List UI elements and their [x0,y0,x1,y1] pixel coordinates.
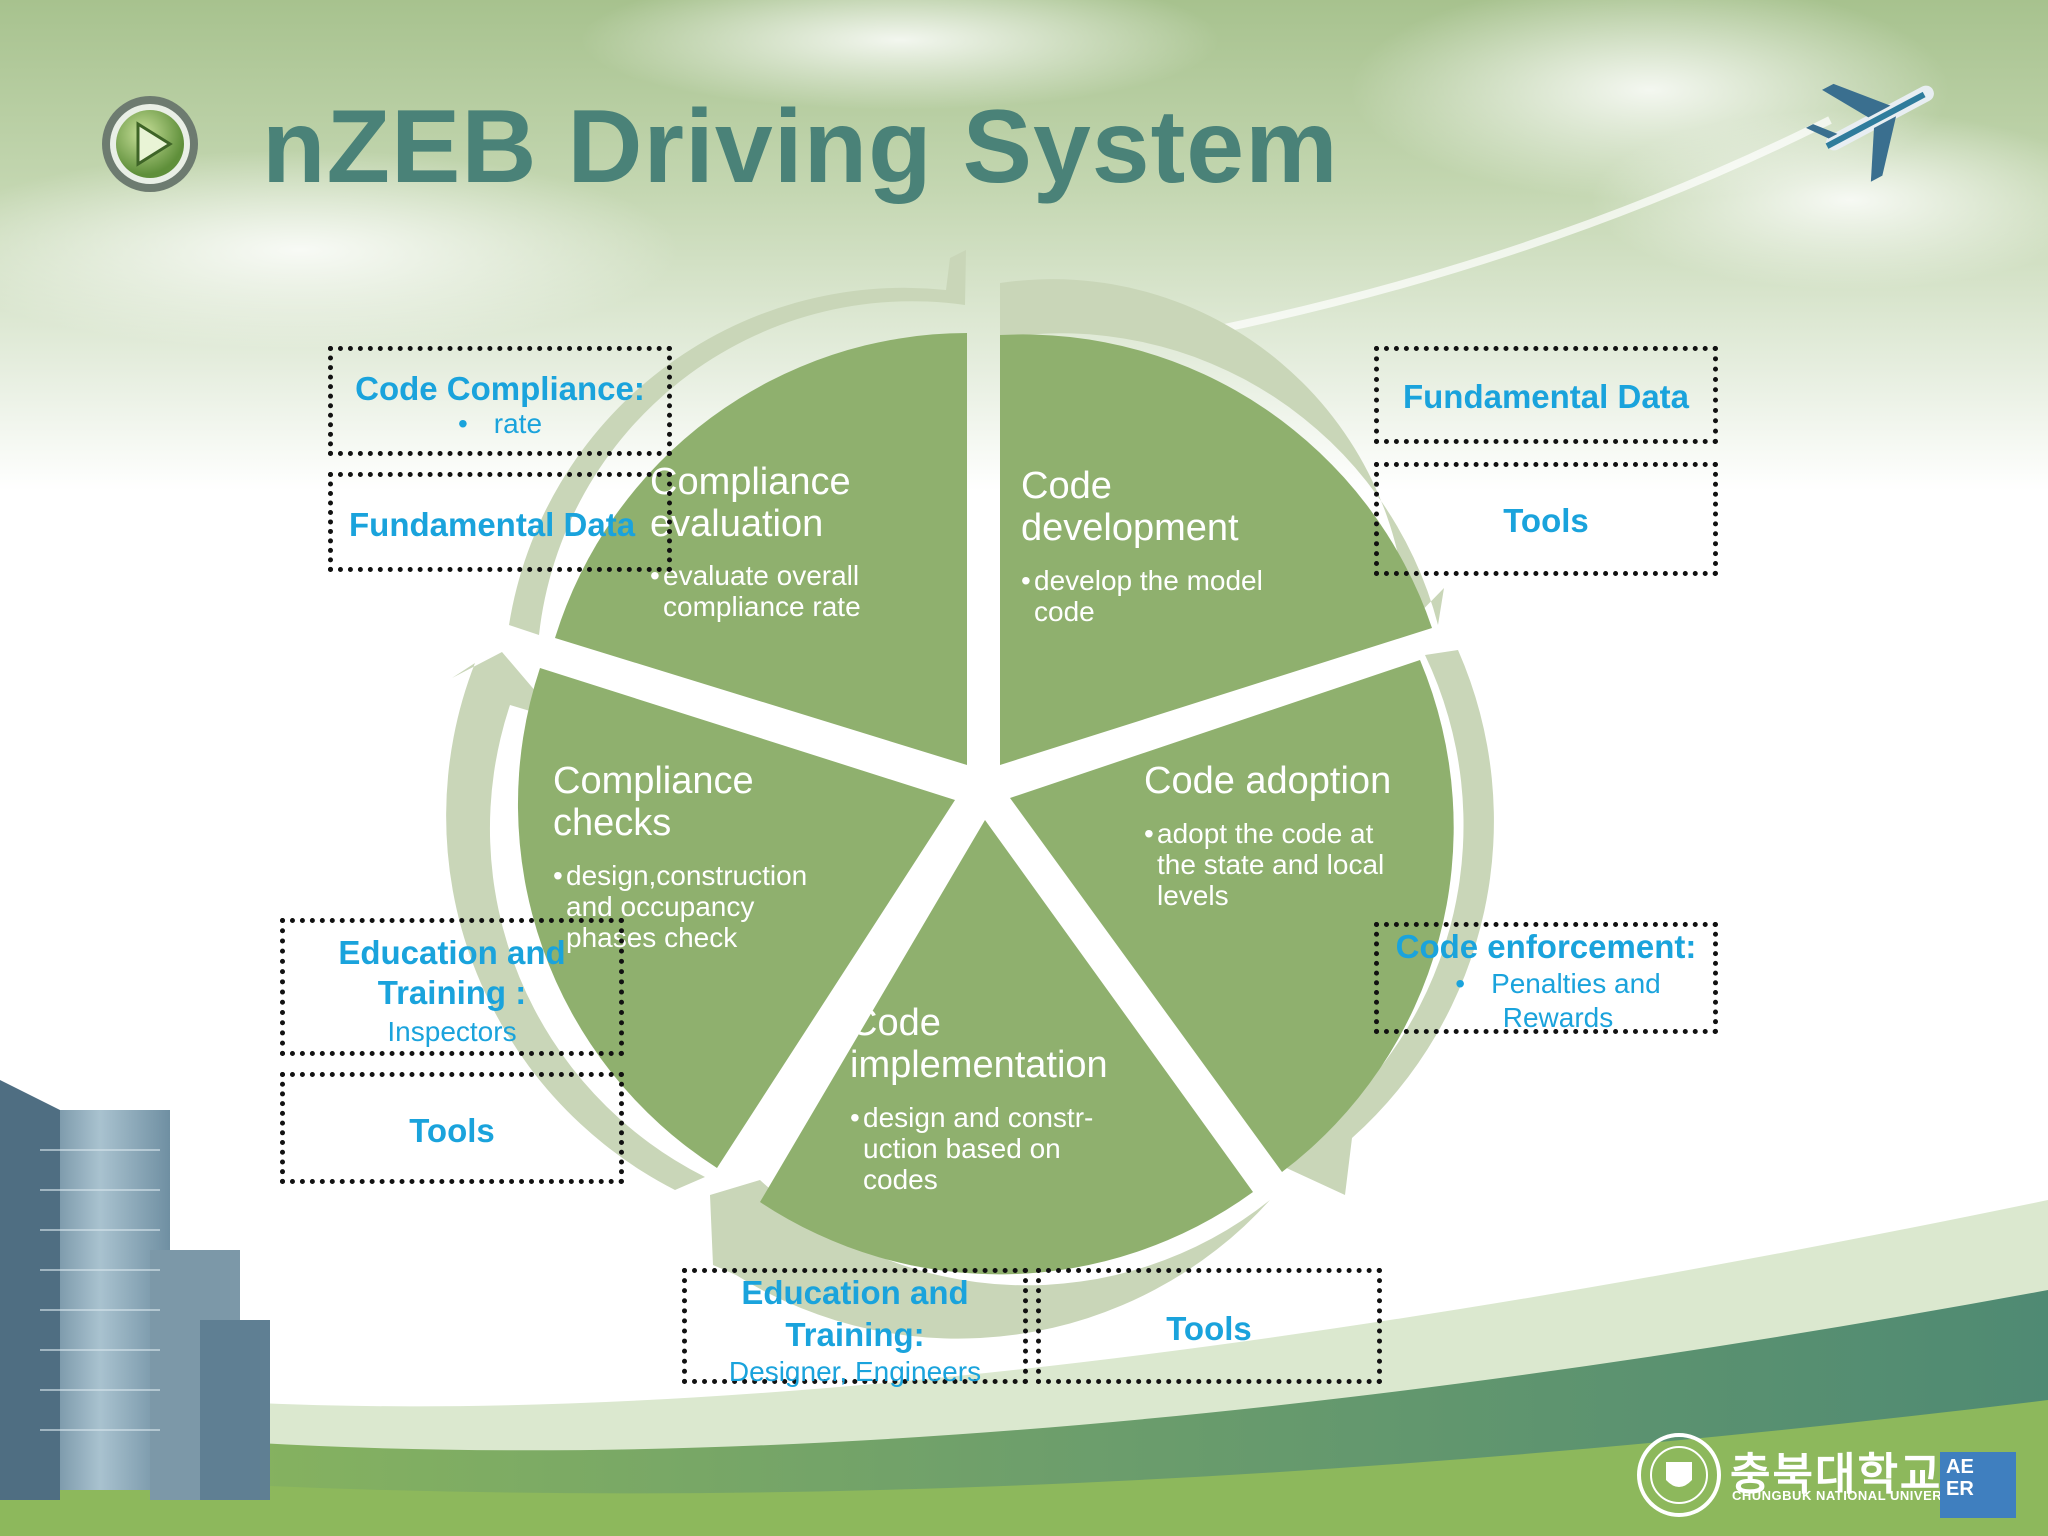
segment-title-code-implementation: Code implementation [850,1002,1108,1086]
wedge-code-adoption [1010,660,1454,1172]
box-education-training-designers: Education and Training: Designer, Engine… [682,1268,1028,1387]
building-icon [0,1080,270,1500]
page-title: nZEB Driving System [262,89,1339,205]
university-seal-icon [1637,1433,1721,1517]
university-name-english: CHUNGBUK NATIONAL UNIVERSITY [1732,1488,1974,1503]
segment-title-compliance-checks: Compliance checks [553,760,754,844]
box-code-enforcement: Code enforcement: •Penalties and Rewards [1374,922,1718,1034]
box-tools-right: Tools [1374,462,1718,576]
university-name-korean: 충북대학교 [1730,1449,1943,1500]
cycle-wedges [517,333,1454,1275]
wedge-compliance-evaluation [555,333,967,765]
box-tools-bottom: Tools [1036,1268,1382,1384]
wedge-compliance-checks [517,668,955,1168]
box-fundamental-data-left: Fundamental Data [328,472,672,572]
segment-title-code-development: Code development [1021,465,1239,549]
box-code-compliance: Code Compliance: •rate [328,346,672,456]
play-button-icon [102,96,198,192]
airplane-icon [1805,83,1934,182]
lab-logo: AE ER [1940,1452,2016,1518]
wedge-code-implementation [760,820,1253,1275]
box-fundamental-data-right: Fundamental Data [1374,346,1718,444]
segment-title-compliance-evaluation: Compliance evaluation [650,461,851,545]
wedge-code-development [1000,334,1432,765]
box-education-training-inspectors: Education and Training : Inspectors [280,918,624,1056]
segment-title-code-adoption: Code adoption [1144,760,1392,802]
box-tools-left: Tools [280,1072,624,1184]
